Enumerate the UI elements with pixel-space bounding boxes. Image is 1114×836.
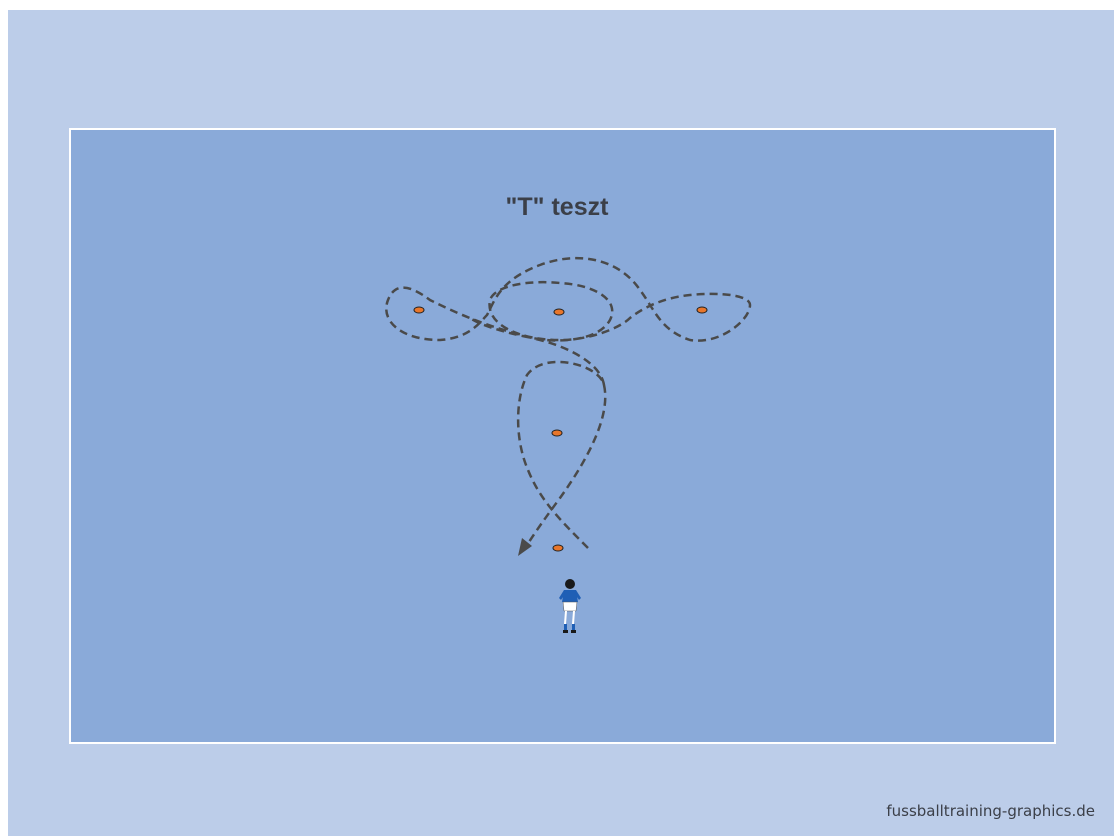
cone-right <box>697 307 707 313</box>
watermark: fussballtraining-graphics.de <box>886 802 1095 820</box>
cone-left <box>414 307 424 313</box>
cone-start <box>553 545 563 551</box>
cone-center <box>554 309 564 315</box>
cone-middle <box>552 430 562 436</box>
diagram-title: "T" teszt <box>457 193 657 222</box>
